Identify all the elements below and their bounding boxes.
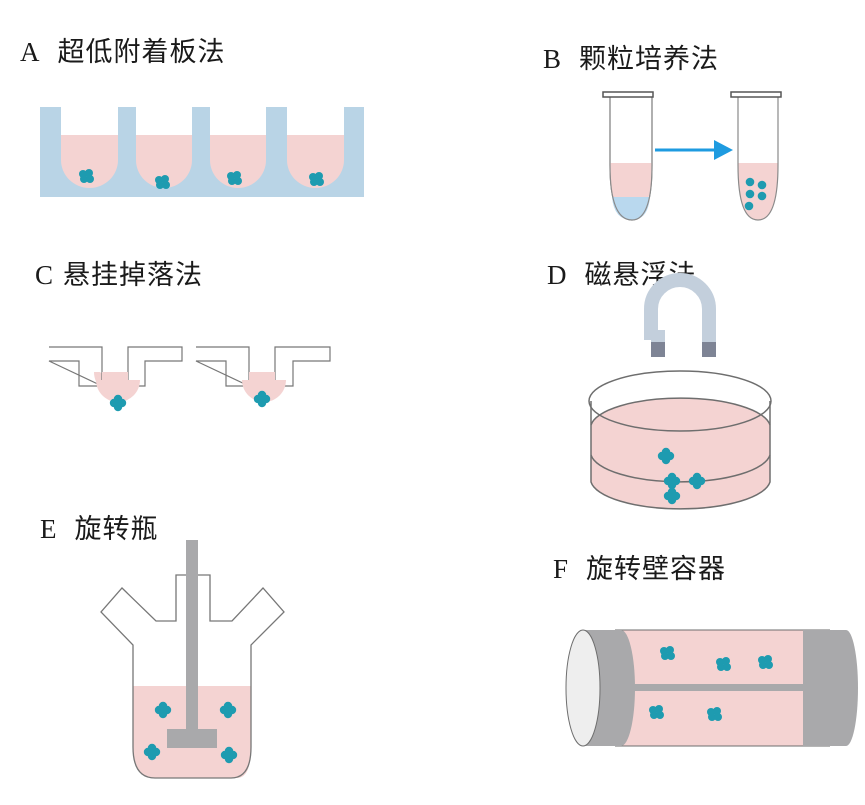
petri-dish	[588, 370, 772, 510]
panel-f-label: F 旋转壁容器	[553, 547, 726, 586]
panel-a-title: 超低附着板法	[57, 37, 226, 68]
plate-wells-air	[61, 107, 344, 135]
cell	[745, 177, 755, 187]
tube-cap	[730, 91, 782, 98]
tube-1	[602, 91, 654, 221]
panel-b-cells	[744, 177, 767, 211]
panel-e-letter: E	[40, 514, 57, 544]
panel-b-label: B 颗粒培养法	[543, 37, 719, 76]
panel-f-rotating-vessel	[565, 629, 858, 747]
stirrer-rod	[167, 540, 217, 748]
cell	[757, 180, 767, 190]
tube-cap	[602, 91, 654, 98]
cell	[744, 201, 754, 211]
plate-wells-medium	[61, 135, 344, 188]
cell-cluster	[716, 657, 731, 671]
cell-cluster	[309, 172, 324, 186]
cell-cluster	[79, 169, 94, 183]
cell-cluster	[707, 707, 722, 721]
cell	[745, 189, 755, 199]
panel-b-title: 颗粒培养法	[579, 44, 720, 75]
panel-d-letter: D	[547, 260, 567, 290]
panel-a-letter: A	[20, 37, 40, 67]
panel-e-title: 旋转瓶	[74, 514, 159, 545]
center-axis	[620, 684, 810, 691]
transfer-arrow	[655, 140, 733, 160]
panel-c-title: 悬挂掉落法	[63, 260, 204, 291]
panel-a-label: A 超低附着板法	[20, 30, 226, 69]
panel-c-label: C 悬挂掉落法	[35, 253, 203, 292]
panel-b-letter: B	[543, 44, 562, 74]
hanging-drop-1	[48, 346, 183, 412]
panel-c-hanging-drops	[48, 346, 331, 412]
panel-e-spinner-flask	[100, 540, 285, 779]
panel-f-title: 旋转壁容器	[586, 554, 727, 585]
cell-cluster	[660, 646, 675, 660]
cell-cluster	[649, 705, 664, 719]
tube-2	[730, 91, 782, 221]
panel-e-label: E 旋转瓶	[40, 507, 159, 546]
cell-cluster	[227, 171, 242, 185]
panel-f-letter: F	[553, 554, 569, 584]
cell-cluster	[155, 175, 170, 189]
panel-b-tubes	[602, 91, 782, 221]
hanging-drop-2	[195, 346, 331, 408]
panel-a-plate	[40, 107, 364, 197]
panel-c-letter: C	[35, 260, 54, 290]
cell	[757, 191, 767, 201]
panel-d-magnetic	[588, 273, 772, 510]
magnet-icon	[644, 273, 716, 357]
cell-cluster	[758, 655, 773, 669]
